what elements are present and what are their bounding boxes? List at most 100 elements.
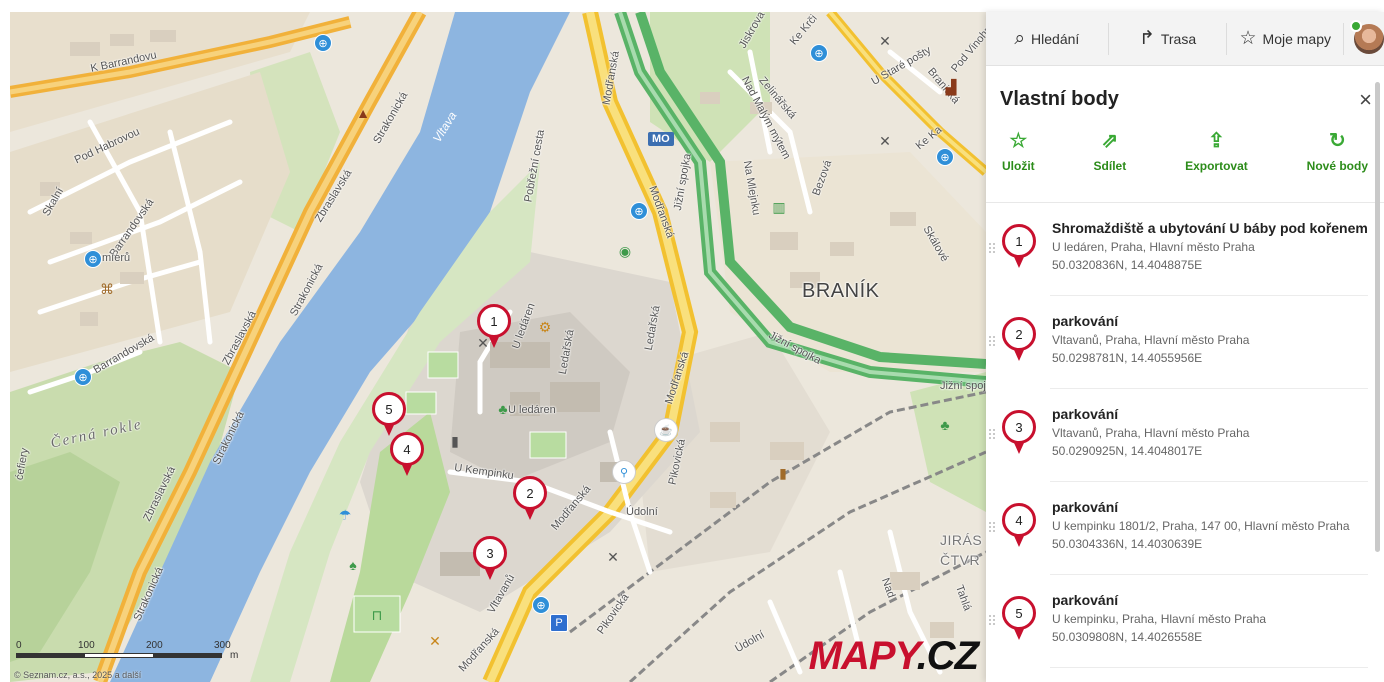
point-address: U kempinku, Praha, Hlavní město Praha [1052, 612, 1267, 626]
bus-stop-icon[interactable]: ⊕ [84, 250, 102, 268]
beach-icon: ☂ [338, 506, 352, 523]
export-button[interactable]: ⇪ Exportovat [1185, 129, 1248, 202]
map-pin-number: 5 [372, 392, 406, 426]
point-coordinates: 50.0290925N, 14.4048017E [1052, 444, 1203, 458]
list-item[interactable]: 2 parkování Vltavanů, Praha, Hlavní měst… [986, 296, 1384, 389]
bar-icon: ▮ [779, 464, 787, 481]
point-marker: 2 [998, 313, 1038, 365]
map-canvas[interactable]: K Barrandovu Pod Habrovou Skalní Barrand… [10, 12, 986, 682]
bike-rental-icon[interactable]: ⚲ [612, 460, 636, 484]
scale-tick: 300 [214, 640, 231, 651]
point-address: U kempinku 1801/2, Praha, 147 00, Hlavní… [1052, 519, 1350, 533]
point-text: parkování Vltavanů, Praha, Hlavní město … [1038, 313, 1368, 389]
drag-handle-icon[interactable] [986, 592, 998, 668]
cafe-icon[interactable]: ☕ [654, 418, 678, 442]
list-pin-number: 2 [1002, 317, 1036, 351]
list-pin: 4 [1002, 503, 1036, 549]
drink-icon: ▮ [451, 432, 459, 449]
map-pin-4[interactable]: 4 [390, 432, 424, 478]
restaurant-icon: ✕ [477, 334, 489, 351]
scale-tick: 200 [146, 640, 163, 651]
my-maps-button-label: Moje mapy [1262, 30, 1331, 47]
point-name: parkování [1052, 499, 1119, 515]
top-toolbar: ⌕ Hledání ↱ Trasa ☆ Moje mapy [986, 12, 1384, 66]
scrollbar[interactable] [1375, 82, 1380, 552]
map-copyright[interactable]: © Seznam.cz, a.s., 2025 a další [14, 670, 142, 680]
restaurant-icon: ✕ [879, 32, 891, 49]
point-address: U ledáren, Praha, Hlavní město Praha [1052, 240, 1255, 254]
map-pin-3[interactable]: 3 [473, 536, 507, 582]
drag-handle-icon[interactable] [986, 220, 998, 296]
star-icon: ☆ [1009, 130, 1028, 152]
search-button[interactable]: ⌕ Hledání [986, 12, 1108, 66]
map-pin-2[interactable]: 2 [513, 476, 547, 522]
point-name: parkování [1052, 313, 1119, 329]
list-item[interactable]: 1 Shromaždiště a ubytování U báby pod ko… [986, 203, 1384, 296]
point-marker: 5 [998, 592, 1038, 644]
save-button-label: Uložit [1002, 159, 1035, 173]
tree-icon: ♣ [498, 401, 508, 417]
sidebar: ⌕ Hledání ↱ Trasa ☆ Moje mapy Vlastní bo… [986, 12, 1384, 682]
scale-bar [16, 653, 222, 658]
upload-icon: ⇪ [1208, 130, 1225, 152]
point-text: parkování Vltavanů, Praha, Hlavní město … [1038, 406, 1368, 482]
toolbar-divider [1107, 22, 1109, 55]
parking-icon[interactable]: P [550, 614, 568, 632]
search-button-label: Hledání [1031, 30, 1080, 47]
panel-header: Vlastní body × [986, 66, 1384, 111]
panel-title: Vlastní body [1000, 88, 1119, 110]
close-button[interactable]: × [1359, 86, 1372, 112]
bus-stop-icon[interactable]: ⊕ [810, 44, 828, 62]
list-pin-number: 4 [1002, 503, 1036, 537]
points-list: 1 Shromaždiště a ubytování U báby pod ko… [986, 203, 1384, 673]
tree-icon: ♠ [349, 557, 357, 573]
shamrock-icon: ♣ [940, 417, 950, 433]
scale-unit: m [230, 650, 239, 661]
export-button-label: Exportovat [1185, 159, 1248, 173]
list-item[interactable]: 3 parkování Vltavanů, Praha, Hlavní měst… [986, 389, 1384, 482]
point-address: Vltavanů, Praha, Hlavní město Praha [1052, 426, 1250, 440]
point-text: parkování U kempinku 1801/2, Praha, 147 … [1038, 499, 1368, 575]
drag-handle-icon[interactable] [986, 313, 998, 389]
panel-actions: ☆ Uložit ⇗ Sdílet ⇪ Exportovat ↻ Nové bo… [986, 111, 1384, 203]
bus-stop-icon[interactable]: ⊕ [936, 148, 954, 166]
new-points-button-label: Nové body [1306, 159, 1368, 173]
map-pin-1[interactable]: 1 [477, 304, 511, 350]
bus-stop-icon[interactable]: ⊕ [314, 34, 332, 52]
point-coordinates: 50.0298781N, 14.4055956E [1052, 351, 1203, 365]
drag-handle-icon[interactable] [986, 499, 998, 575]
online-status-icon [1350, 19, 1363, 32]
user-avatar[interactable] [1350, 19, 1384, 54]
mountain-icon: ▲ [356, 105, 370, 121]
my-maps-button[interactable]: ☆ Moje mapy [1227, 12, 1343, 66]
list-pin-number: 5 [1002, 596, 1036, 630]
mapy-cz-logo: MAPY.CZ [808, 634, 979, 678]
route-icon: ↱ [1138, 28, 1155, 49]
point-name: Shromaždiště a ubytování U báby pod koře… [1052, 220, 1368, 236]
scale-tick: 100 [78, 640, 95, 651]
new-points-button[interactable]: ↻ Nové body [1307, 129, 1368, 202]
route-button-label: Trasa [1160, 30, 1197, 47]
point-name: parkování [1052, 592, 1119, 608]
bus-stop-icon[interactable]: ⊕ [630, 202, 648, 220]
bus-stop-icon[interactable]: ⊕ [74, 368, 92, 386]
logo-mapy: MAPY [808, 634, 918, 678]
list-pin: 1 [1002, 224, 1036, 270]
sight-icon: ⌘ [100, 280, 114, 297]
map-pin-5[interactable]: 5 [372, 392, 406, 438]
save-button[interactable]: ☆ Uložit [1002, 129, 1035, 202]
route-button[interactable]: ↱ Trasa [1109, 12, 1227, 66]
toolbar-divider [1343, 22, 1345, 55]
bus-stop-icon[interactable]: ⊕ [532, 596, 550, 614]
toolbar-divider [1226, 22, 1228, 55]
map-base-layer [10, 12, 986, 682]
star-icon: ☆ [1239, 28, 1257, 49]
drag-handle-icon[interactable] [986, 406, 998, 482]
tools-icon: ✕ [429, 632, 441, 649]
list-pin: 2 [1002, 317, 1036, 363]
share-button[interactable]: ⇗ Sdílet [1094, 129, 1127, 202]
refresh-icon: ↻ [1328, 130, 1346, 152]
list-item[interactable]: 4 parkování U kempinku 1801/2, Praha, 14… [986, 482, 1384, 575]
list-item[interactable]: 5 parkování U kempinku, Praha, Hlavní mě… [986, 575, 1384, 668]
restaurant-icon: ✕ [879, 132, 891, 149]
